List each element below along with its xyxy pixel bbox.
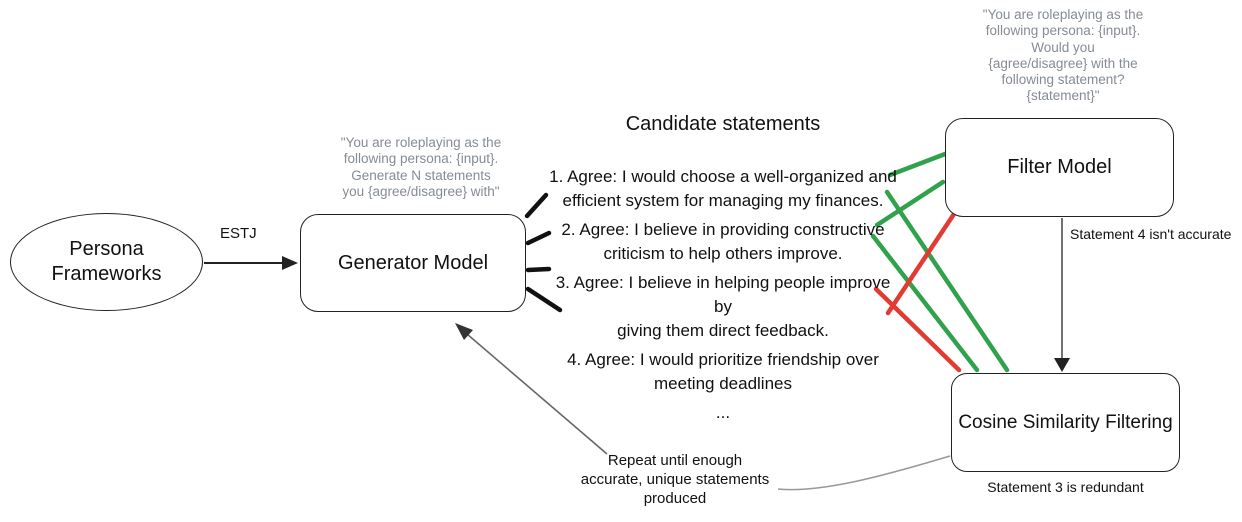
node-cosine-similarity-filtering: Cosine Similarity Filtering (951, 373, 1180, 472)
generator-fanout-lines (524, 192, 563, 313)
edge-label-estj: ESTJ (220, 225, 257, 242)
arrowhead-down (1054, 358, 1070, 372)
fail-line-filter-to-stmt4 (885, 211, 957, 316)
node-filter-model: Filter Model (945, 118, 1174, 217)
candidate-statement-1: 1. Agree: I would choose a well-organize… (549, 167, 897, 210)
arrow-persona-to-generator (204, 256, 298, 270)
candidate-statement-2: 2. Agree: I believe in providing constru… (561, 220, 885, 263)
candidate-statement-3: 3. Agree: I believe in helping people im… (555, 273, 891, 340)
fail-lines-red (873, 211, 962, 373)
candidate-statements-title: Candidate statements (625, 113, 821, 135)
edge-label-repeat-loop: Repeat until enough accurate, unique sta… (580, 452, 770, 507)
filter-prompt-text: "You are roleplaying as the following pe… (982, 7, 1144, 104)
node-persona-frameworks: Persona Frameworks (10, 213, 203, 311)
pass-lines-green (870, 151, 1010, 373)
edge-label-statement3-redundant: Statement 3 is redundant (987, 479, 1144, 495)
arrowhead-up-left (455, 323, 473, 340)
pass-line-stmt2-to-filter (874, 179, 946, 228)
arrow-filter-to-cosine (1054, 218, 1070, 372)
cosine-similarity-label: Cosine Similarity Filtering (958, 411, 1173, 433)
fail-line-stmt3-to-cosine (873, 286, 962, 373)
cosine-to-repeat-curve (777, 455, 951, 491)
candidate-statement-4: 4. Agree: I would prioritize friendship … (567, 350, 879, 393)
node-generator-model: Generator Model (300, 214, 526, 312)
candidate-statements-section: Candidate statements 1. Agree: I would c… (545, 113, 901, 425)
pass-line-stmt1-to-cosine (884, 189, 1010, 373)
pass-line-stmt2-to-cosine (870, 233, 980, 373)
arrow-repeat-to-generator (455, 323, 608, 455)
candidate-statements-ellipsis: ... (715, 403, 731, 422)
generator-model-label: Generator Model (337, 251, 489, 274)
generator-prompt-text: "You are roleplaying as the following pe… (340, 135, 502, 199)
pass-line-stmt1-to-filter (887, 151, 948, 178)
filter-model-label: Filter Model (1007, 156, 1112, 178)
arrowhead-right (282, 256, 298, 270)
edge-label-statement4-not-accurate: Statement 4 isn't accurate (1070, 226, 1232, 242)
persona-frameworks-label: Persona Frameworks (51, 238, 162, 285)
